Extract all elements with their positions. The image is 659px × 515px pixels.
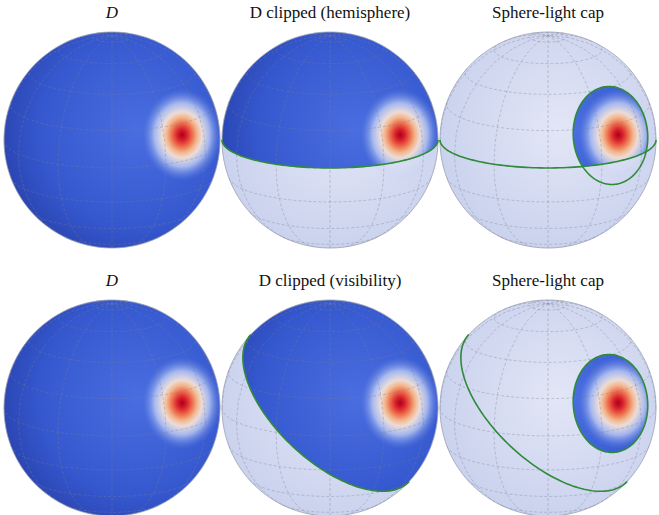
panel-title: Sphere-light cap bbox=[492, 3, 604, 23]
sphere-outline bbox=[4, 32, 220, 248]
clip-boundary bbox=[573, 355, 648, 453]
clip-boundary bbox=[440, 140, 656, 168]
panel-title: D clipped (visibility) bbox=[259, 271, 402, 291]
clip-boundary bbox=[243, 335, 409, 492]
sphere bbox=[440, 32, 658, 248]
sphere bbox=[222, 32, 440, 248]
graticule bbox=[440, 32, 656, 248]
lobe-highlight bbox=[361, 89, 440, 181]
clip-boundary bbox=[461, 335, 627, 492]
lobe-highlight bbox=[579, 89, 658, 181]
lobe-highlight bbox=[361, 357, 440, 449]
sphere bbox=[222, 300, 440, 515]
graticule bbox=[440, 300, 656, 515]
panel-title: D bbox=[106, 271, 118, 291]
lobe-highlight bbox=[361, 89, 440, 181]
lobe-highlight bbox=[579, 89, 658, 181]
graticule bbox=[222, 300, 438, 515]
graticule bbox=[4, 300, 220, 515]
lobe-highlight bbox=[143, 357, 222, 449]
sphere-outline bbox=[440, 32, 656, 248]
panel-title: D clipped (hemisphere) bbox=[250, 3, 411, 23]
clip-boundary bbox=[573, 87, 648, 185]
graticule bbox=[4, 32, 220, 248]
clip-boundary bbox=[222, 140, 438, 168]
lobe-highlight bbox=[579, 357, 658, 449]
lobe-highlight bbox=[579, 357, 658, 449]
lobe-highlight bbox=[143, 89, 222, 181]
sphere bbox=[440, 300, 658, 515]
graticule bbox=[222, 32, 438, 248]
sphere bbox=[4, 32, 222, 248]
panel-title: Sphere-light cap bbox=[492, 271, 604, 291]
sphere-outline bbox=[222, 300, 438, 515]
sphere bbox=[4, 300, 222, 515]
lobe-highlight bbox=[361, 357, 440, 449]
sphere-outline bbox=[4, 300, 220, 515]
panel-title: D bbox=[106, 3, 118, 23]
sphere-outline bbox=[440, 300, 656, 515]
sphere-outline bbox=[222, 32, 438, 248]
